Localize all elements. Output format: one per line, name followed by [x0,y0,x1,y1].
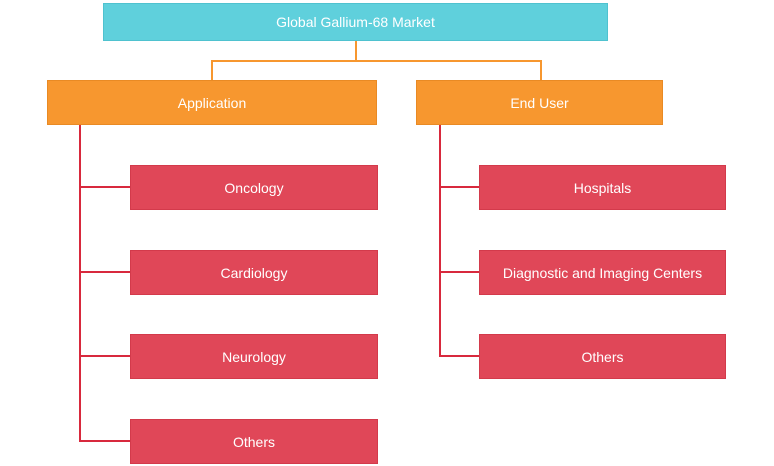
leaf-label-diagnostic-imaging-centers: Diagnostic and Imaging Centers [502,264,703,281]
leaf-node-oncology: Oncology [130,165,378,210]
leaf-label-end-user-others: Others [581,348,624,365]
leaf-node-diagnostic-imaging-centers: Diagnostic and Imaging Centers [479,250,726,295]
application-branch-tick-neurology [79,355,130,357]
application-branch-spine [79,125,81,442]
category-node-end-user: End User [416,80,663,125]
category-node-application: Application [47,80,377,125]
leaf-node-cardiology: Cardiology [130,250,378,295]
diagram-root-label: Global Gallium-68 Market [276,14,435,30]
leaf-label-cardiology: Cardiology [220,264,288,281]
end-user-branch-tick-others [439,355,479,357]
leaf-label-neurology: Neurology [222,348,286,365]
leaf-node-hospitals: Hospitals [479,165,726,210]
application-branch-tick-oncology [79,186,130,188]
diagram-root-node: Global Gallium-68 Market [103,3,608,41]
leaf-label-hospitals: Hospitals [573,179,632,196]
application-branch-tick-others [79,440,130,442]
category-label-application: Application [177,94,247,111]
leaf-node-neurology: Neurology [130,334,378,379]
leaf-label-application-others: Others [232,433,275,450]
end-user-branch-tick-diagnostic [439,271,479,273]
leaf-node-application-others: Others [130,419,378,464]
application-connector [211,60,213,80]
root-connector-horizontal [211,60,542,62]
end-user-connector [540,60,542,80]
application-branch-tick-cardiology [79,271,130,273]
end-user-branch-spine [439,125,441,357]
leaf-node-end-user-others: Others [479,334,726,379]
category-label-end-user: End User [510,94,569,111]
end-user-branch-tick-hospitals [439,186,479,188]
root-connector-vertical [355,41,357,61]
leaf-label-oncology: Oncology [224,179,284,196]
